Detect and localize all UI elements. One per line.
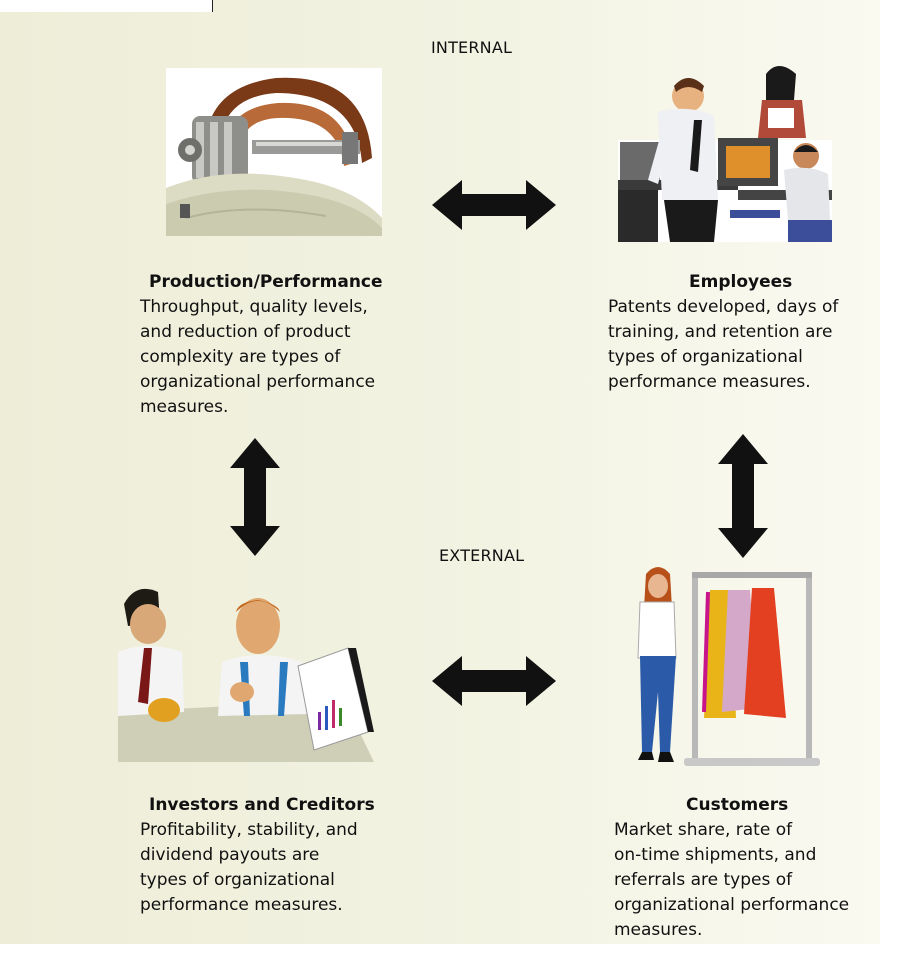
production-line-4: organizational performance	[140, 372, 376, 392]
office-workers-icon	[618, 66, 832, 242]
employees-line-4: performance measures.	[608, 372, 811, 392]
production-line-2: and reduction of product	[140, 322, 351, 342]
machine-roller-icon	[166, 68, 382, 236]
investors-title: Investors and Creditors	[149, 795, 375, 815]
page-margin-right	[880, 0, 904, 972]
shopper-clothing-rack-icon	[637, 567, 820, 766]
external-label: EXTERNAL	[439, 546, 525, 565]
business-meeting-icon	[118, 588, 374, 762]
production-title: Production/Performance	[149, 272, 383, 292]
production-line-3: complexity are types of	[140, 347, 341, 367]
customers-title: Customers	[686, 795, 789, 815]
customers-line-2: on-time shipments, and	[614, 845, 817, 865]
customers-line-5: measures.	[614, 920, 703, 940]
customers-line-1: Market share, rate of	[614, 820, 793, 840]
double-arrow-vertical-left-icon	[230, 438, 280, 556]
production-line-5: measures.	[140, 397, 229, 417]
employees-line-3: types of organizational	[608, 347, 803, 367]
investors-line-1: Profitability, stability, and	[140, 820, 358, 840]
page-margin-bottom	[0, 944, 904, 972]
employees-line-2: training, and retention are	[608, 322, 833, 342]
investors-line-2: dividend payouts are	[140, 845, 320, 865]
employees-card: Employees Patents developed, days of tra…	[608, 270, 870, 395]
header-gap	[0, 0, 212, 12]
double-arrow-horizontal-bottom-icon	[432, 656, 556, 706]
investors-line-4: performance measures.	[140, 895, 343, 915]
internal-label: INTERNAL	[431, 38, 513, 57]
top-tick-mark	[212, 0, 213, 12]
double-arrow-vertical-right-icon	[718, 434, 768, 558]
investors-line-3: types of organizational	[140, 870, 335, 890]
production-card: Production/Performance Throughput, quali…	[140, 270, 420, 420]
employees-title: Employees	[689, 272, 793, 292]
double-arrow-horizontal-top-icon	[432, 180, 556, 230]
production-line-1: Throughput, quality levels,	[140, 297, 368, 317]
investors-card: Investors and Creditors Profitability, s…	[140, 793, 420, 918]
customers-line-4: organizational performance	[614, 895, 850, 915]
customers-card: Customers Market share, rate of on-time …	[614, 793, 876, 943]
employees-line-1: Patents developed, days of	[608, 297, 839, 317]
customers-line-3: referrals are types of	[614, 870, 793, 890]
